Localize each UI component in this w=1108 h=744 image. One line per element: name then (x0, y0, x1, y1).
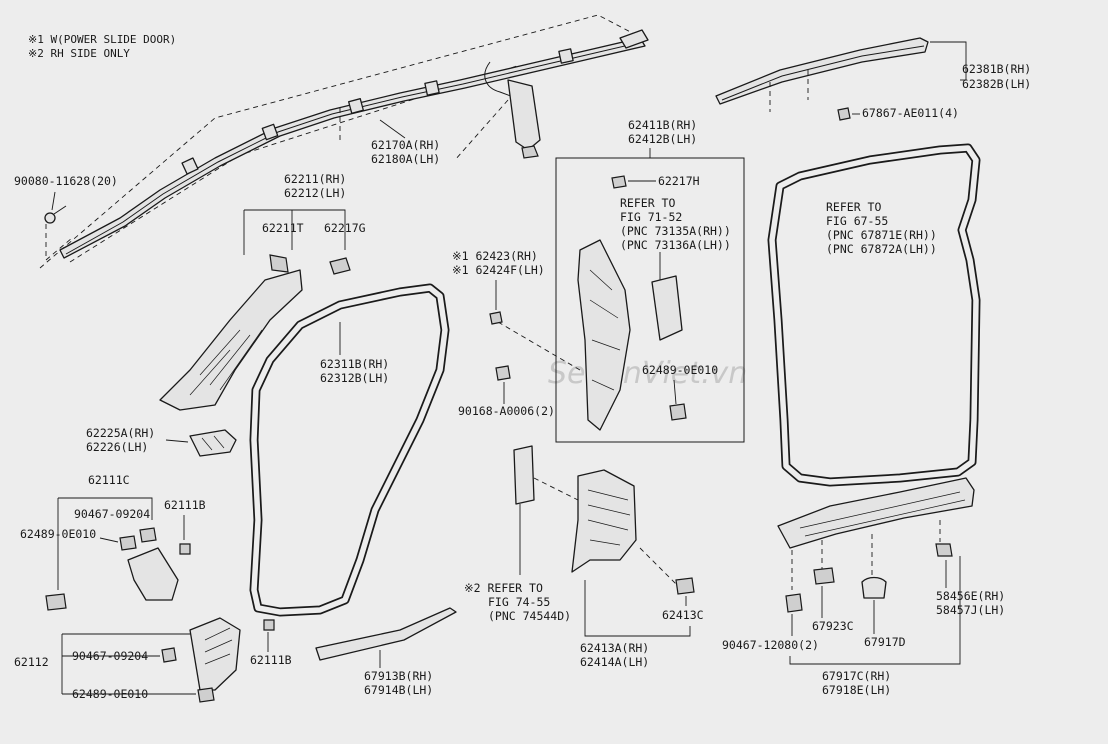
label-67867: 67867-AE011(4) (862, 106, 959, 120)
front-scuff-plate-drawing (315, 607, 457, 661)
label-62381-lh: 62382B(LH) (962, 77, 1031, 91)
note-1: ※1 W(POWER SLIDE DOOR) (28, 33, 176, 46)
label-67917d: 67917D (864, 635, 906, 649)
label-62381-rh: 62381B(RH) (962, 62, 1031, 76)
label-62170-lh: 62180A(LH) (371, 152, 440, 166)
label-90080: 90080-11628(20) (14, 174, 118, 188)
roof-garnish-drawing (715, 37, 929, 121)
cowl-trim-62112-drawing (161, 617, 275, 703)
label-62423-lh: ※1 62424F(LH) (452, 263, 545, 277)
label-67923c: 67923C (812, 619, 854, 633)
label-90467a: 90467-09204 (74, 507, 150, 521)
label-62211-lh: 62212(LH) (284, 186, 346, 200)
refer-7152-line4: (PNC 73136A(LH)) (620, 238, 731, 252)
bolt-90080-icon (44, 191, 67, 224)
refer-7152-line3: (PNC 73135A(RH)) (620, 224, 731, 238)
label-62489a: 62489-0E010 (642, 363, 718, 377)
label-62413c: 62413C (662, 608, 704, 622)
refer-7455-line1: ※2 REFER TO (464, 581, 543, 595)
watermark: SedanViet.vn (548, 356, 747, 391)
refer-6755-line2: FIG 67-55 (826, 214, 888, 228)
label-62413-lh: 62414A(LH) (580, 655, 649, 669)
label-62211-rh: 62211(RH) (284, 172, 346, 186)
center-pillar-upper-garnish-drawing (577, 175, 687, 431)
label-62489b: 62489-0E010 (20, 527, 96, 541)
refer-7455-line2: FIG 74-55 (488, 595, 550, 609)
label-62413-rh: 62413A(RH) (580, 641, 649, 655)
label-62111c: 62111C (88, 473, 130, 487)
label-62112: 62112 (14, 655, 49, 669)
label-67913-rh: 67913B(RH) (364, 669, 433, 683)
front-weatherstrip-drawing (249, 283, 450, 617)
label-67917-lh: 67918E(LH) (822, 683, 891, 697)
label-58456-lh: 58457J(LH) (936, 603, 1005, 617)
refer-7455-line3: (PNC 74544D) (488, 609, 571, 623)
refer-6755-line1: REFER TO (826, 200, 881, 214)
label-67917-rh: 67917C(RH) (822, 669, 891, 683)
detail-box-62411 (555, 157, 745, 443)
clip-62423-icon (489, 311, 503, 325)
note-2: ※2 RH SIDE ONLY (28, 47, 130, 60)
label-62311-lh: 62312B(LH) (320, 371, 389, 385)
label-62217g: 62217G (324, 221, 366, 235)
label-67913-lh: 67914B(LH) (364, 683, 433, 697)
label-62311-rh: 62311B(RH) (320, 357, 389, 371)
refer-6755-line3: (PNC 67871E(RH)) (826, 228, 937, 242)
label-90467b: 90467-12080(2) (722, 638, 819, 652)
label-62489c: 62489-0E010 (72, 687, 148, 701)
refer-7152-line2: FIG 71-52 (620, 210, 682, 224)
label-62217h: 62217H (658, 174, 700, 188)
notes: ※1 W(POWER SLIDE DOOR) ※2 RH SIDE ONLY (28, 33, 176, 60)
label-62111b2: 62111B (250, 653, 292, 667)
label-62411-rh: 62411B(RH) (628, 118, 697, 132)
label-62170-rh: 62170A(RH) (371, 138, 440, 152)
cowl-trim-62111c-drawing (45, 527, 191, 611)
kick-panel-62225-drawing (189, 429, 237, 457)
bolt-90168-icon (495, 365, 511, 381)
front-pillar-garnish-drawing (159, 254, 351, 411)
label-62225-lh: 62226(LH) (86, 440, 148, 454)
center-pillar-lower-garnish-drawing (513, 445, 695, 595)
curtain-airbag-drawing (39, 14, 649, 269)
label-90168: 90168-A0006(2) (458, 404, 555, 418)
label-62225-rh: 62225A(RH) (86, 426, 155, 440)
rear-scuff-plate-drawing (777, 477, 975, 613)
label-62423-rh: ※1 62423(RH) (452, 249, 538, 263)
label-58456-rh: 58456E(RH) (936, 589, 1005, 603)
label-62111b1: 62111B (164, 498, 206, 512)
label-62211t: 62211T (262, 221, 304, 235)
refer-7152-line1: REFER TO (620, 196, 675, 210)
slide-door-weatherstrip-drawing (767, 143, 981, 487)
label-90467c: 90467-09204 (72, 649, 148, 663)
refer-6755-line4: (PNC 67872A(LH)) (826, 242, 937, 256)
label-62411-lh: 62412B(LH) (628, 132, 697, 146)
